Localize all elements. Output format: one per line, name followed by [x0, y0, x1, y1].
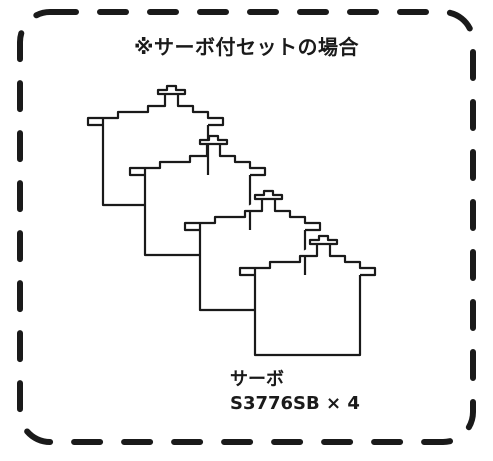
- servo-caption: サーボ S3776SB × 4: [230, 368, 360, 416]
- servo-model: S3776SB × 4: [230, 393, 360, 414]
- servo-illustration: [86, 84, 377, 357]
- section-title: ※サーボ付セットの場合: [134, 35, 359, 59]
- servo-name: サーボ: [230, 369, 284, 390]
